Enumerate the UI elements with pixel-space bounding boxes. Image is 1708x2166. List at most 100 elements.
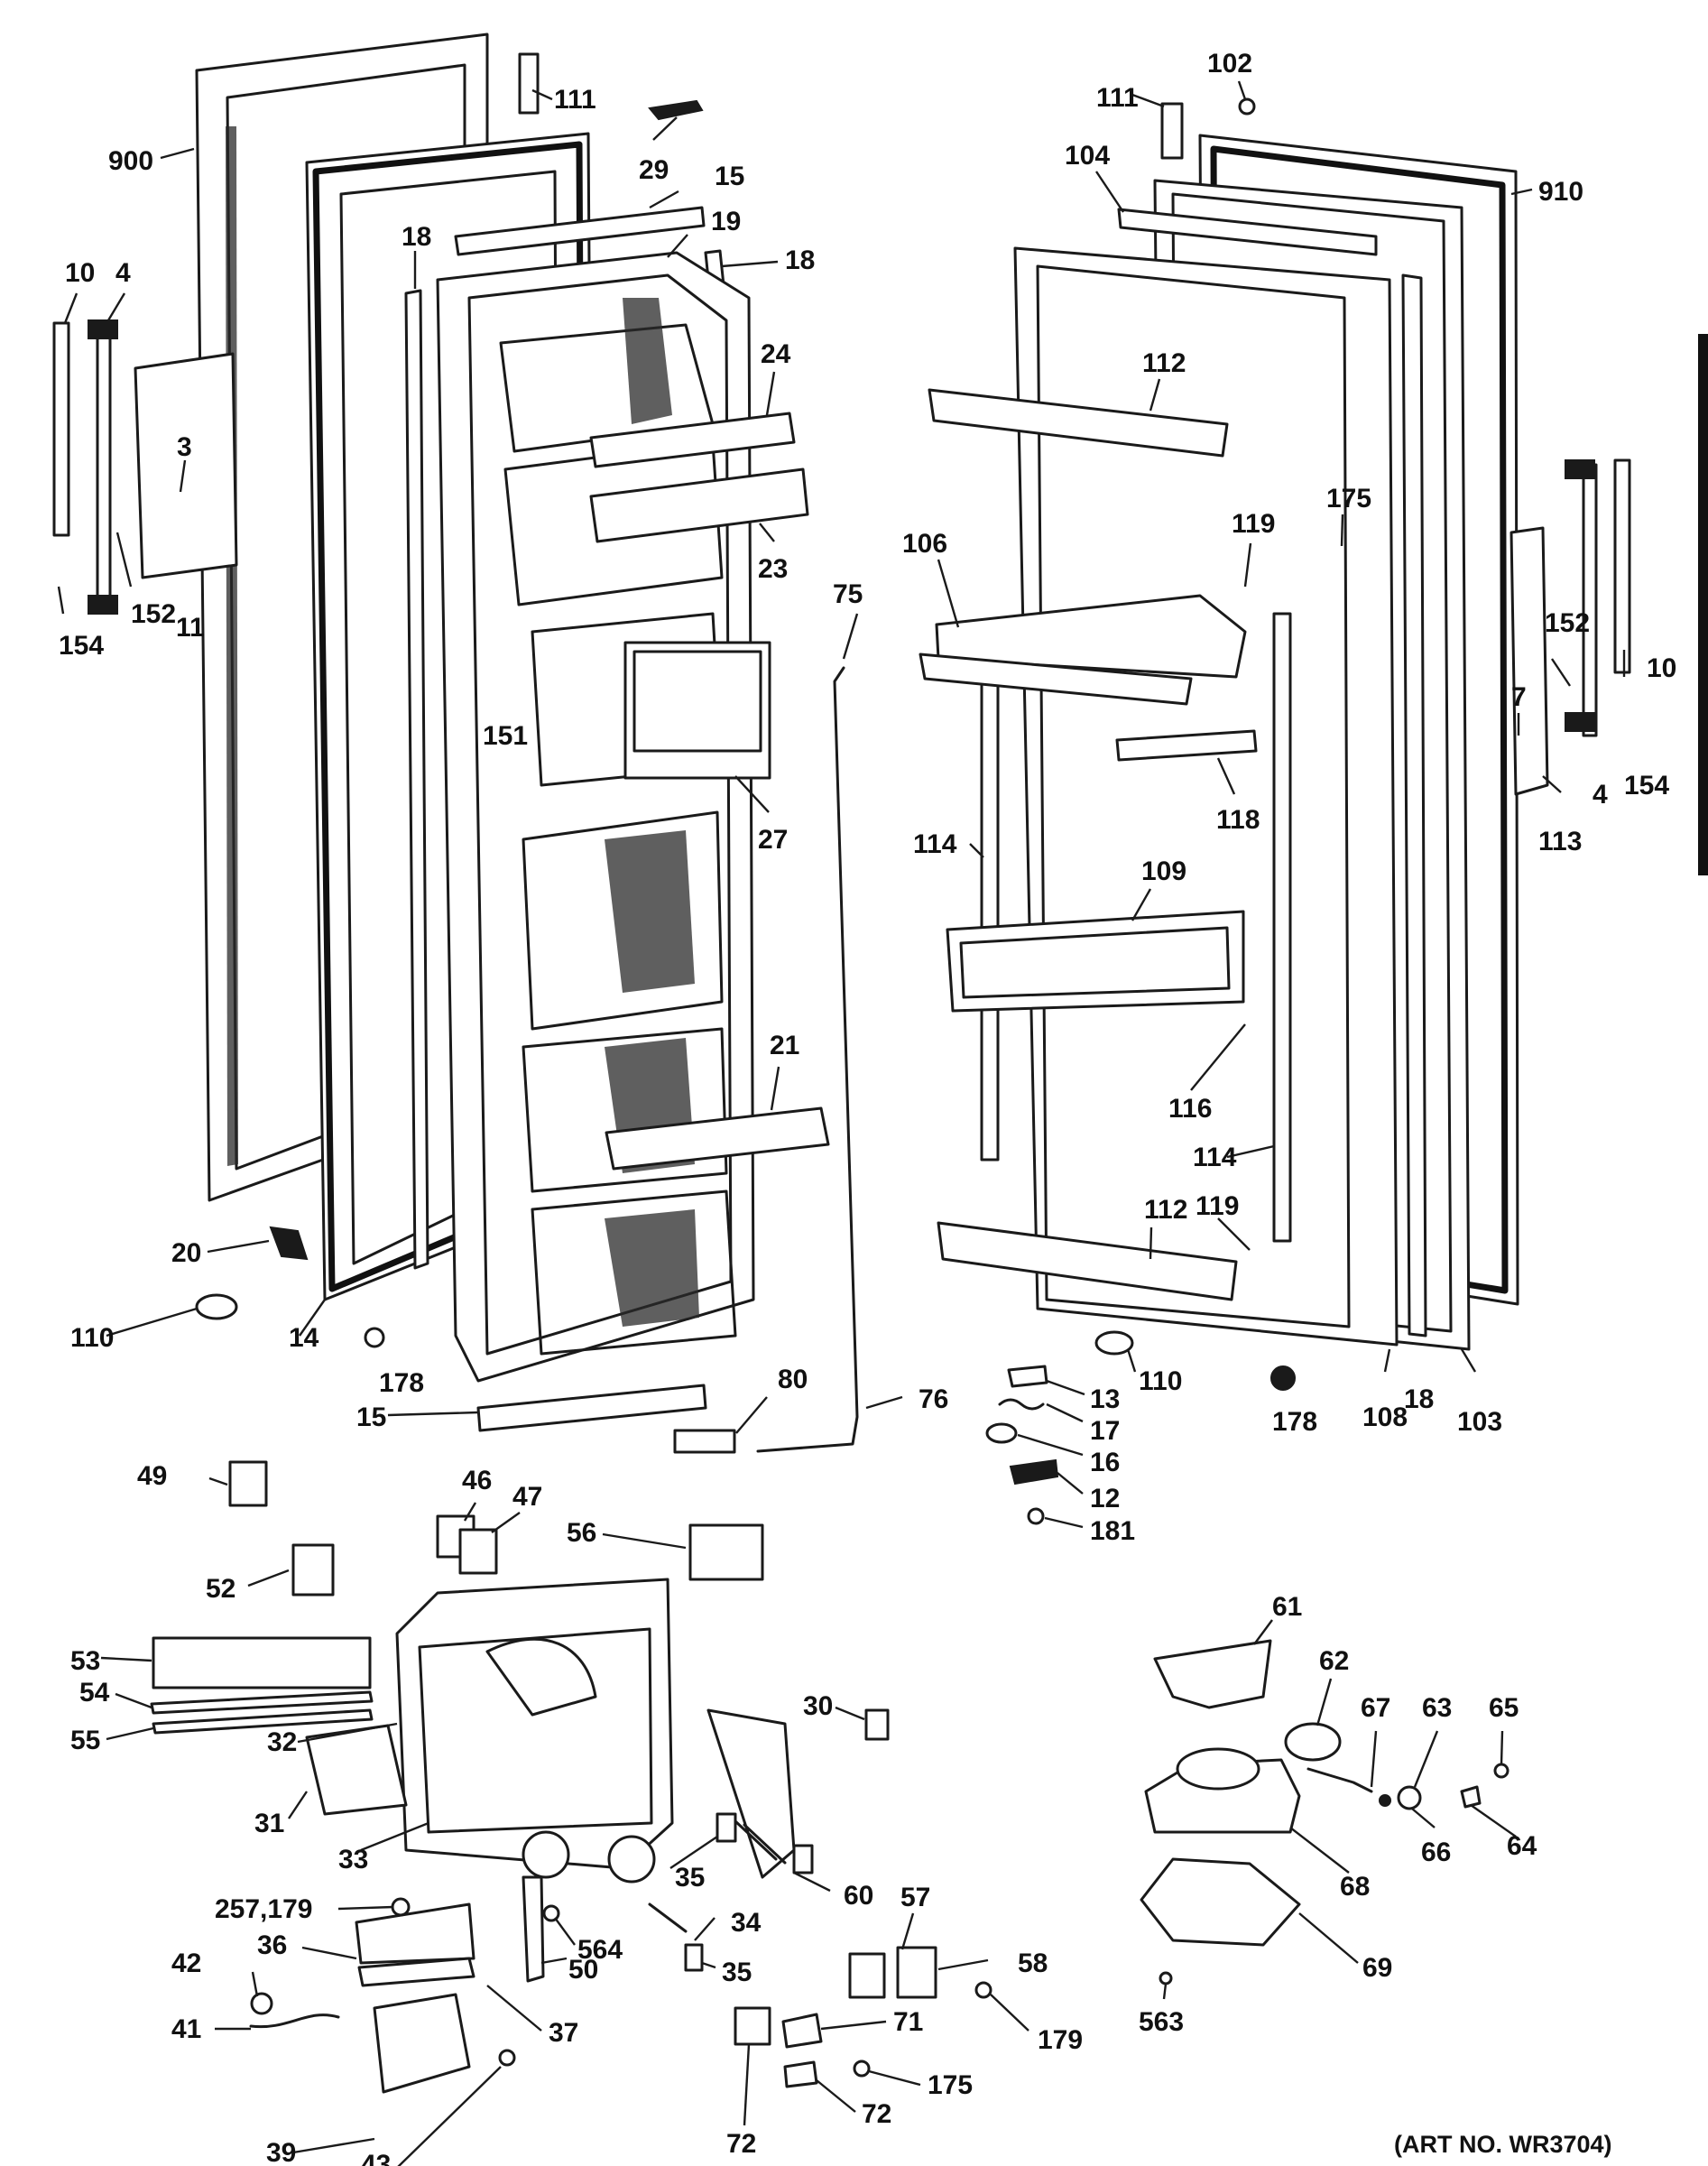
callout-72-bottom: 72 [862, 2099, 891, 2129]
callout-36: 36 [257, 1930, 287, 1960]
freezer-shelf-bar-bottom [605, 1106, 830, 1171]
callout-23: 23 [758, 554, 788, 584]
callout-109: 109 [1141, 856, 1186, 886]
callout-18-right: 18 [1404, 1384, 1434, 1414]
callout-119: 119 [1232, 509, 1275, 539]
callout-112-bottom: 112 [1144, 1195, 1187, 1225]
ice-funnel [1153, 1639, 1272, 1709]
callout-50: 50 [568, 1955, 598, 1985]
callout-57: 57 [900, 1883, 930, 1912]
callout-18: 18 [785, 245, 815, 275]
callout-67: 67 [1361, 1693, 1390, 1723]
callout-42: 42 [171, 1948, 201, 1978]
callout-119-bottom: 119 [1196, 1191, 1239, 1221]
callout-47: 47 [512, 1482, 542, 1512]
callout-35-bottom: 35 [722, 1958, 752, 1987]
callout-175: 175 [1326, 484, 1371, 514]
callout-17: 17 [1090, 1416, 1120, 1446]
callout-112: 112 [1142, 348, 1186, 378]
callout-labels: 900 111 29 15 19 18 10 4 3 152 11 154 18… [59, 49, 1676, 2166]
callout-29: 29 [639, 155, 669, 185]
callout-13: 13 [1090, 1384, 1120, 1414]
callout-61: 61 [1272, 1592, 1302, 1622]
callout-54: 54 [79, 1678, 110, 1708]
callout-900: 900 [108, 146, 153, 176]
callout-75: 75 [833, 579, 863, 609]
callout-46: 46 [462, 1466, 492, 1495]
water-fitting [673, 1429, 736, 1454]
freezer-top-trim-bar [454, 206, 706, 256]
callout-76: 76 [919, 1384, 948, 1414]
callout-35: 35 [675, 1863, 705, 1893]
callout-154-right: 154 [1624, 771, 1669, 801]
fresh-food-door-assembly [919, 97, 1631, 1525]
callout-181: 181 [1090, 1516, 1135, 1546]
shelf-rail-left [980, 666, 1000, 1162]
callout-110: 110 [70, 1323, 114, 1353]
callout-114-right: 114 [1193, 1143, 1237, 1172]
callout-31: 31 [254, 1809, 284, 1838]
callout-111-right: 111 [1096, 83, 1139, 113]
art-number-label: (ART NO. WR3704) [1394, 2131, 1612, 2158]
callout-18-left: 18 [402, 222, 431, 252]
callout-14: 14 [289, 1323, 319, 1353]
callout-58: 58 [1018, 1948, 1048, 1978]
callout-69: 69 [1362, 1953, 1392, 1983]
callout-60: 60 [844, 1881, 873, 1911]
callout-49: 49 [137, 1461, 167, 1491]
ice-chute-assembly [1140, 1639, 1510, 1986]
callout-20: 20 [171, 1238, 201, 1268]
callout-111: 111 [554, 85, 596, 115]
callout-4: 4 [115, 258, 131, 288]
callout-564: 564 [577, 1935, 623, 1965]
callout-39: 39 [266, 2138, 296, 2166]
callout-66: 66 [1421, 1837, 1451, 1867]
callout-80: 80 [778, 1365, 808, 1394]
callout-4-right: 4 [1593, 780, 1608, 810]
page-edge-marker [1698, 334, 1708, 875]
callout-3: 3 [177, 432, 192, 462]
callout-108: 108 [1362, 1402, 1408, 1432]
callout-175-bottom: 175 [928, 2070, 973, 2100]
callout-19: 19 [711, 207, 741, 236]
dispenser-solenoid [688, 1523, 764, 1581]
callout-152-right: 152 [1545, 608, 1590, 638]
callout-33: 33 [338, 1845, 368, 1874]
callout-43: 43 [361, 2150, 391, 2166]
callout-10: 10 [65, 258, 95, 288]
dairy-compartment [935, 594, 1247, 679]
callout-116: 116 [1168, 1094, 1212, 1124]
callout-32: 32 [267, 1727, 297, 1757]
freezer-door-assembly [52, 32, 859, 1454]
freezer-shelf-bar-upper [589, 412, 796, 468]
leader-lines [57, 80, 1626, 2166]
freezer-shelf-bar-lower [589, 467, 809, 543]
dispenser-mechanism-assembly [150, 1460, 992, 2094]
callout-103: 103 [1457, 1407, 1502, 1437]
callout-563: 563 [1139, 2007, 1184, 2037]
callout-152: 152 [131, 599, 176, 629]
door-bin [946, 910, 1245, 1013]
callout-24: 24 [761, 339, 791, 369]
callout-178: 178 [379, 1368, 424, 1398]
callout-63: 63 [1422, 1693, 1452, 1723]
callout-102: 102 [1207, 49, 1252, 79]
dispenser-control-panel [623, 641, 771, 780]
callout-110-right: 110 [1139, 1366, 1182, 1396]
callout-41: 41 [171, 2014, 201, 2044]
callout-15-bottom: 15 [356, 1402, 386, 1432]
callout-151: 151 [483, 721, 528, 751]
door-shelf-bar-lower [937, 1221, 1238, 1301]
callout-65: 65 [1489, 1693, 1519, 1723]
water-tube [756, 666, 859, 1453]
callout-21: 21 [770, 1031, 799, 1060]
callout-10-right: 10 [1647, 653, 1676, 683]
callout-56: 56 [567, 1518, 596, 1548]
callout-55: 55 [70, 1726, 100, 1755]
dispenser-box [373, 1993, 471, 2094]
callout-113: 113 [1538, 827, 1582, 856]
dispenser-light-lens [152, 1636, 372, 1689]
ice-chute-base [1140, 1857, 1301, 1947]
dispenser-housing [395, 1578, 674, 1870]
